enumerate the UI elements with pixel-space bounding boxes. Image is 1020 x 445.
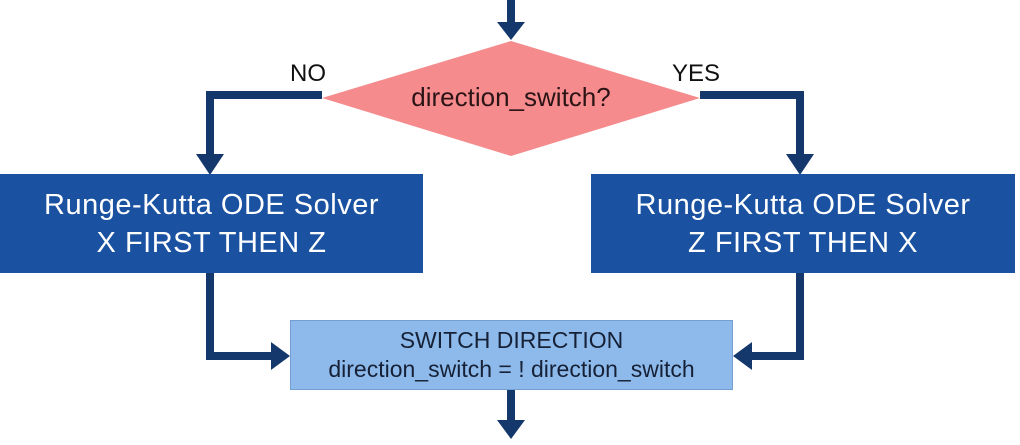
decision-label: direction_switch? — [411, 82, 611, 112]
arrowhead-no-branch-icon — [196, 154, 224, 175]
branch-label-yes: YES — [671, 60, 721, 87]
switch-direction-expression: direction_switch = ! direction_switch — [328, 356, 695, 382]
connector-yes-branch — [700, 91, 804, 156]
process-box-x-first-line2: X FIRST THEN Z — [96, 226, 327, 259]
arrowhead-bottom-exit-icon — [497, 420, 525, 439]
process-box-z-first: Runge-Kutta ODE Solver Z FIRST THEN X — [591, 174, 1015, 273]
process-box-x-first-line1: Runge-Kutta ODE Solver — [44, 188, 379, 221]
process-box-z-first-line2: Z FIRST THEN X — [688, 226, 918, 259]
decision-diamond — [322, 41, 700, 156]
arrowhead-left-to-switch-icon — [271, 342, 290, 370]
arrowhead-yes-branch-icon — [786, 154, 814, 175]
switch-direction-box: SWITCH DIRECTION direction_switch = ! di… — [290, 320, 733, 390]
connector-right-to-switch — [751, 270, 804, 360]
process-box-x-first: Runge-Kutta ODE Solver X FIRST THEN Z — [0, 174, 423, 273]
branch-label-no: NO — [290, 60, 326, 87]
arrowhead-top-entry-icon — [497, 22, 525, 40]
connector-left-to-switch — [206, 270, 272, 360]
connector-no-branch — [206, 91, 322, 156]
arrowhead-right-to-switch-icon — [733, 342, 752, 370]
process-box-z-first-line1: Runge-Kutta ODE Solver — [635, 188, 971, 221]
switch-direction-title: SWITCH DIRECTION — [399, 327, 624, 353]
